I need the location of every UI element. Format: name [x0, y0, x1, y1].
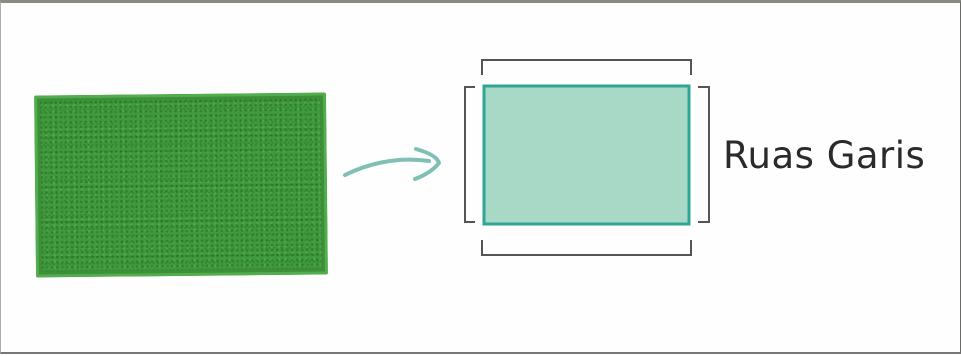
left-side-line-segment	[465, 87, 475, 222]
curved-arrow-icon	[345, 149, 439, 179]
right-side-line-segment	[698, 87, 709, 222]
caption-label: Ruas Garis	[723, 134, 925, 177]
rectangle-shape	[484, 86, 689, 224]
diagram-canvas	[1, 3, 961, 357]
bottom-side-line-segment	[482, 240, 691, 255]
top-side-line-segment	[482, 60, 691, 75]
